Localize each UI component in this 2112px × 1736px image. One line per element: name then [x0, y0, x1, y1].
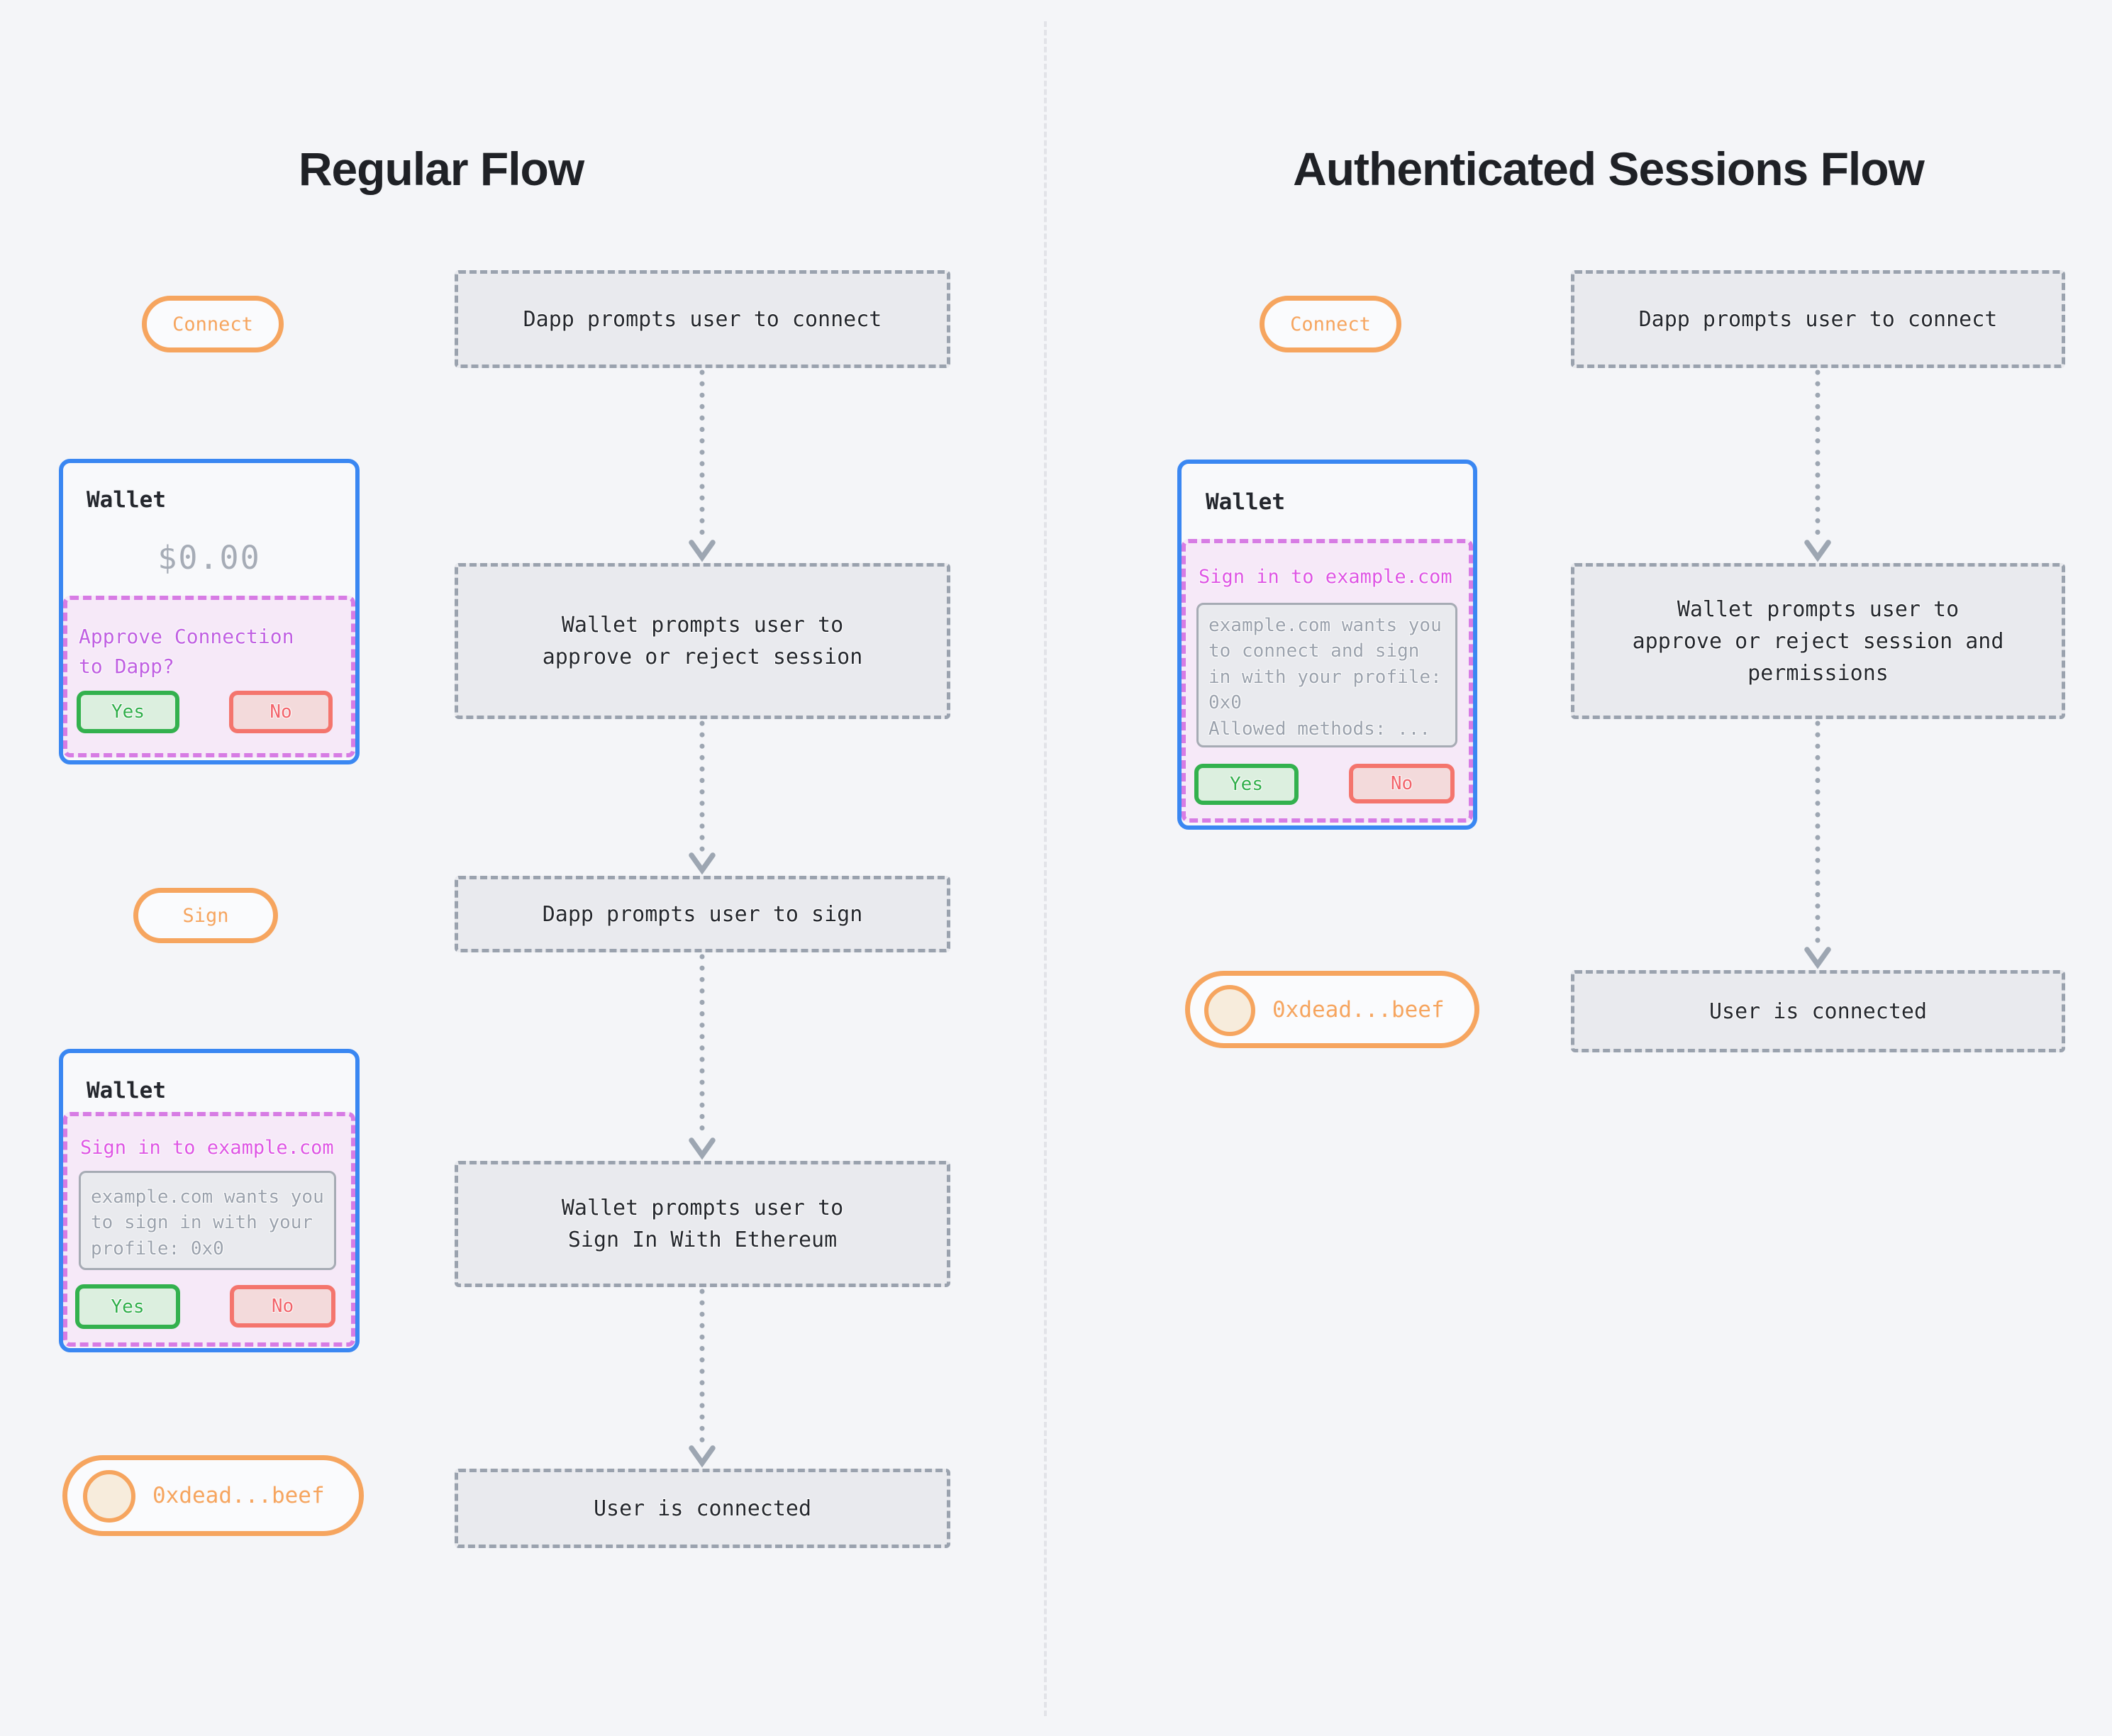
step-user-connected: User is connected — [455, 1469, 950, 1548]
yes-button-label: Yes — [111, 701, 145, 723]
signin-prompt-section: Sign in to example.com example.com wants… — [63, 1112, 355, 1347]
signin-message-box: example.com wants you to connect and sig… — [1196, 603, 1457, 747]
no-button[interactable]: No — [230, 1285, 335, 1328]
step-user-connected: User is connected — [1571, 970, 2065, 1052]
no-button[interactable]: No — [229, 691, 333, 733]
signin-prompt-text: Sign in to example.com — [80, 1137, 334, 1159]
step-text: Wallet prompts user to approve or reject… — [1632, 596, 2004, 686]
connect-pill[interactable]: Connect — [1260, 296, 1401, 352]
signin-prompt-section: Sign in to example.com example.com wants… — [1182, 539, 1473, 823]
wallet-title: Wallet — [87, 1078, 166, 1103]
arrow-down-icon — [689, 369, 716, 562]
wallet-title: Wallet — [87, 487, 166, 513]
sign-pill-label: Sign — [182, 904, 229, 927]
arrow-down-icon — [1804, 369, 1831, 562]
connect-pill-label: Connect — [1290, 313, 1371, 335]
step-wallet-approve-reject-session: Wallet prompts user to approve or reject… — [455, 563, 950, 719]
signin-message-text: example.com wants you to connect and sig… — [1208, 615, 1442, 740]
step-wallet-siwe: Wallet prompts user to Sign In With Ethe… — [455, 1161, 950, 1287]
wallet-address-label: 0xdead...beef — [152, 1483, 325, 1508]
connect-pill[interactable]: Connect — [142, 296, 284, 352]
step-dapp-prompts-sign: Dapp prompts user to sign — [455, 876, 950, 952]
no-button-label: No — [271, 1296, 294, 1317]
step-dapp-prompts-connect: Dapp prompts user to connect — [455, 270, 950, 368]
step-text: User is connected — [1708, 998, 1928, 1024]
wallet-title: Wallet — [1206, 489, 1285, 515]
signin-message-text: example.com wants you to sign in with yo… — [91, 1186, 335, 1259]
step-text: Dapp prompts user to connect — [1638, 306, 1998, 332]
authenticated-sessions-flow-title: Authenticated Sessions Flow — [1293, 143, 1925, 195]
yes-button[interactable]: Yes — [1194, 764, 1299, 805]
arrow-down-icon — [689, 720, 716, 875]
step-text: Wallet prompts user to Sign In With Ethe… — [561, 1196, 844, 1252]
step-text: Dapp prompts user to connect — [523, 306, 882, 332]
step-dapp-prompts-connect: Dapp prompts user to connect — [1571, 270, 2065, 368]
signin-message-box: example.com wants you to sign in with yo… — [79, 1171, 336, 1270]
connect-pill-label: Connect — [172, 313, 253, 335]
avatar — [83, 1470, 135, 1523]
yes-button-label: Yes — [111, 1296, 145, 1318]
approve-prompt-section: Approve Connection to Dapp? Yes No — [63, 596, 355, 757]
sign-pill[interactable]: Sign — [133, 888, 278, 943]
yes-button[interactable]: Yes — [75, 1284, 180, 1329]
no-button-label: No — [269, 701, 292, 723]
no-button-label: No — [1390, 773, 1413, 794]
yes-button[interactable]: Yes — [77, 691, 179, 733]
step-text: User is connected — [593, 1496, 812, 1521]
wallet-address-pill[interactable]: 0xdead...beef — [1185, 971, 1479, 1048]
regular-flow-title: Regular Flow — [298, 143, 584, 195]
no-button[interactable]: No — [1349, 764, 1455, 803]
wallet-address-pill[interactable]: 0xdead...beef — [62, 1455, 364, 1536]
signin-prompt-text: Sign in to example.com — [1199, 566, 1452, 588]
wallet-balance: $0.00 — [157, 539, 261, 577]
wallet-signin-card: Wallet Sign in to example.com example.co… — [59, 1049, 360, 1352]
column-divider — [1044, 21, 1047, 1716]
step-wallet-approve-reject-session-permissions: Wallet prompts user to approve or reject… — [1571, 563, 2065, 719]
arrow-down-icon — [689, 954, 716, 1160]
arrow-down-icon — [1804, 720, 1831, 969]
avatar — [1204, 985, 1255, 1036]
yes-button-label: Yes — [1230, 774, 1263, 795]
wallet-address-label: 0xdead...beef — [1272, 996, 1445, 1023]
wallet-signin-permissions-card: Wallet Sign in to example.com example.co… — [1177, 460, 1477, 830]
step-text: Dapp prompts user to sign — [542, 901, 863, 927]
wallet-approve-card: Wallet $0.00 Approve Connection to Dapp?… — [59, 459, 360, 764]
arrow-down-icon — [689, 1289, 716, 1468]
step-text: Wallet prompts user to approve or reject… — [542, 613, 863, 669]
approve-prompt-text: Approve Connection to Dapp? — [79, 625, 294, 678]
